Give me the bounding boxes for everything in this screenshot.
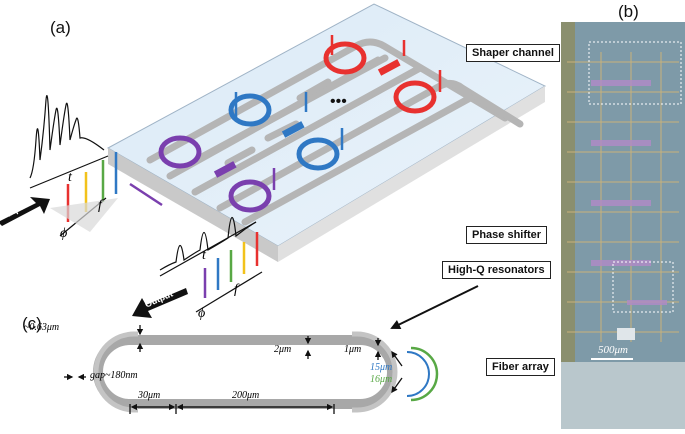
phase-shifters: •••: [213, 59, 401, 178]
dim-2um: 2μm: [274, 344, 292, 355]
dim-width-top: ~0.63μm: [24, 322, 60, 333]
input-time-symbol: t: [68, 170, 72, 185]
panel-label-a: (a): [50, 18, 71, 37]
chip-micrograph: [561, 22, 685, 429]
output-phase-symbol: ϕ: [198, 306, 206, 321]
svg-text:•••: •••: [330, 93, 347, 110]
micrograph-render: [561, 22, 685, 429]
dim-30um: 30μm: [138, 390, 161, 401]
zoom-leader: [390, 285, 479, 329]
dim-16um: 16μm: [370, 374, 393, 385]
input-waveform: [29, 94, 118, 237]
resonator-rings: [158, 41, 437, 213]
chip-slab: [106, 3, 547, 262]
callout-shaper-channel: Shaper channel: [466, 44, 560, 62]
dim-15um: 15μm: [370, 362, 393, 373]
ring-arrows: [234, 35, 442, 190]
dim-1um: 1μm: [344, 344, 362, 355]
racetrack-resonator: [93, 331, 439, 413]
panel-label-c: (c): [22, 314, 42, 333]
output-freq-symbol: f: [234, 282, 238, 297]
callout-high-q: High-Q resonators: [442, 261, 551, 279]
panel-label-b: (b): [618, 2, 639, 21]
input-arrow: [0, 197, 50, 226]
dim-200um: 200μm: [232, 390, 260, 401]
scalebar-label: 500μm: [598, 344, 628, 356]
dim-gap: gap~180nm: [90, 370, 138, 381]
output-waveform: [159, 216, 263, 313]
output-arrow: [132, 288, 188, 318]
callout-fiber-array: Fiber array: [486, 358, 555, 376]
output-time-symbol: t: [202, 248, 206, 263]
output-spectrum: [203, 232, 259, 298]
input-phase-symbol: ϕ: [60, 226, 68, 241]
dimension-markers: [64, 325, 403, 414]
callout-phase-shifter: Phase shifter: [466, 226, 548, 244]
input-freq-symbol: f: [98, 198, 102, 213]
